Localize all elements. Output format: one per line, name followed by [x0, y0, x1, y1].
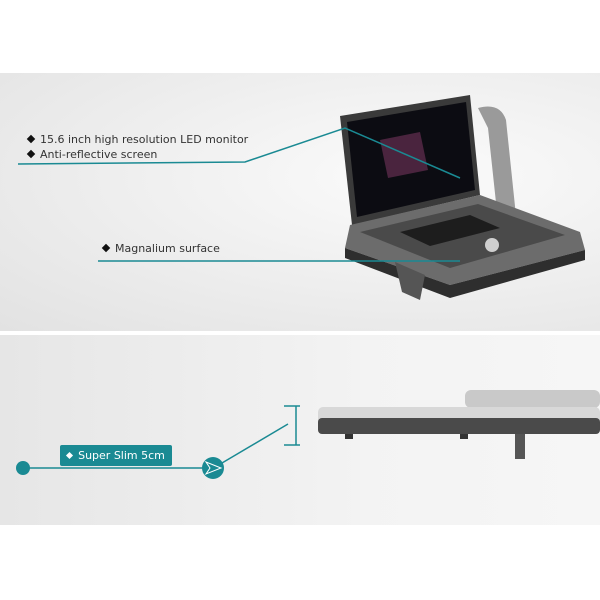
feature-text: Anti-reflective screen [40, 148, 158, 161]
feature-text: 15.6 inch high resolution LED monitor [40, 133, 249, 146]
send-arrow-icon [202, 457, 224, 479]
ultrasound-device-image [340, 95, 585, 300]
height-dimension-icon [284, 405, 300, 446]
feature-anti-reflective: Anti-reflective screen [26, 148, 158, 161]
diamond-icon [26, 149, 36, 159]
diamond-icon [101, 243, 111, 253]
feature-surface: Magnalium surface [101, 242, 220, 255]
ultrasound-side-view-image [318, 390, 600, 459]
feature-text: Super Slim 5cm [78, 449, 165, 462]
diamond-icon [26, 134, 36, 144]
feature-text: Magnalium surface [115, 242, 220, 255]
feature-monitor-size: 15.6 inch high resolution LED monitor [26, 133, 249, 146]
feature-slim-badge: Super Slim 5cm [60, 445, 172, 466]
start-dot-icon [16, 461, 30, 475]
diamond-icon [66, 451, 74, 460]
